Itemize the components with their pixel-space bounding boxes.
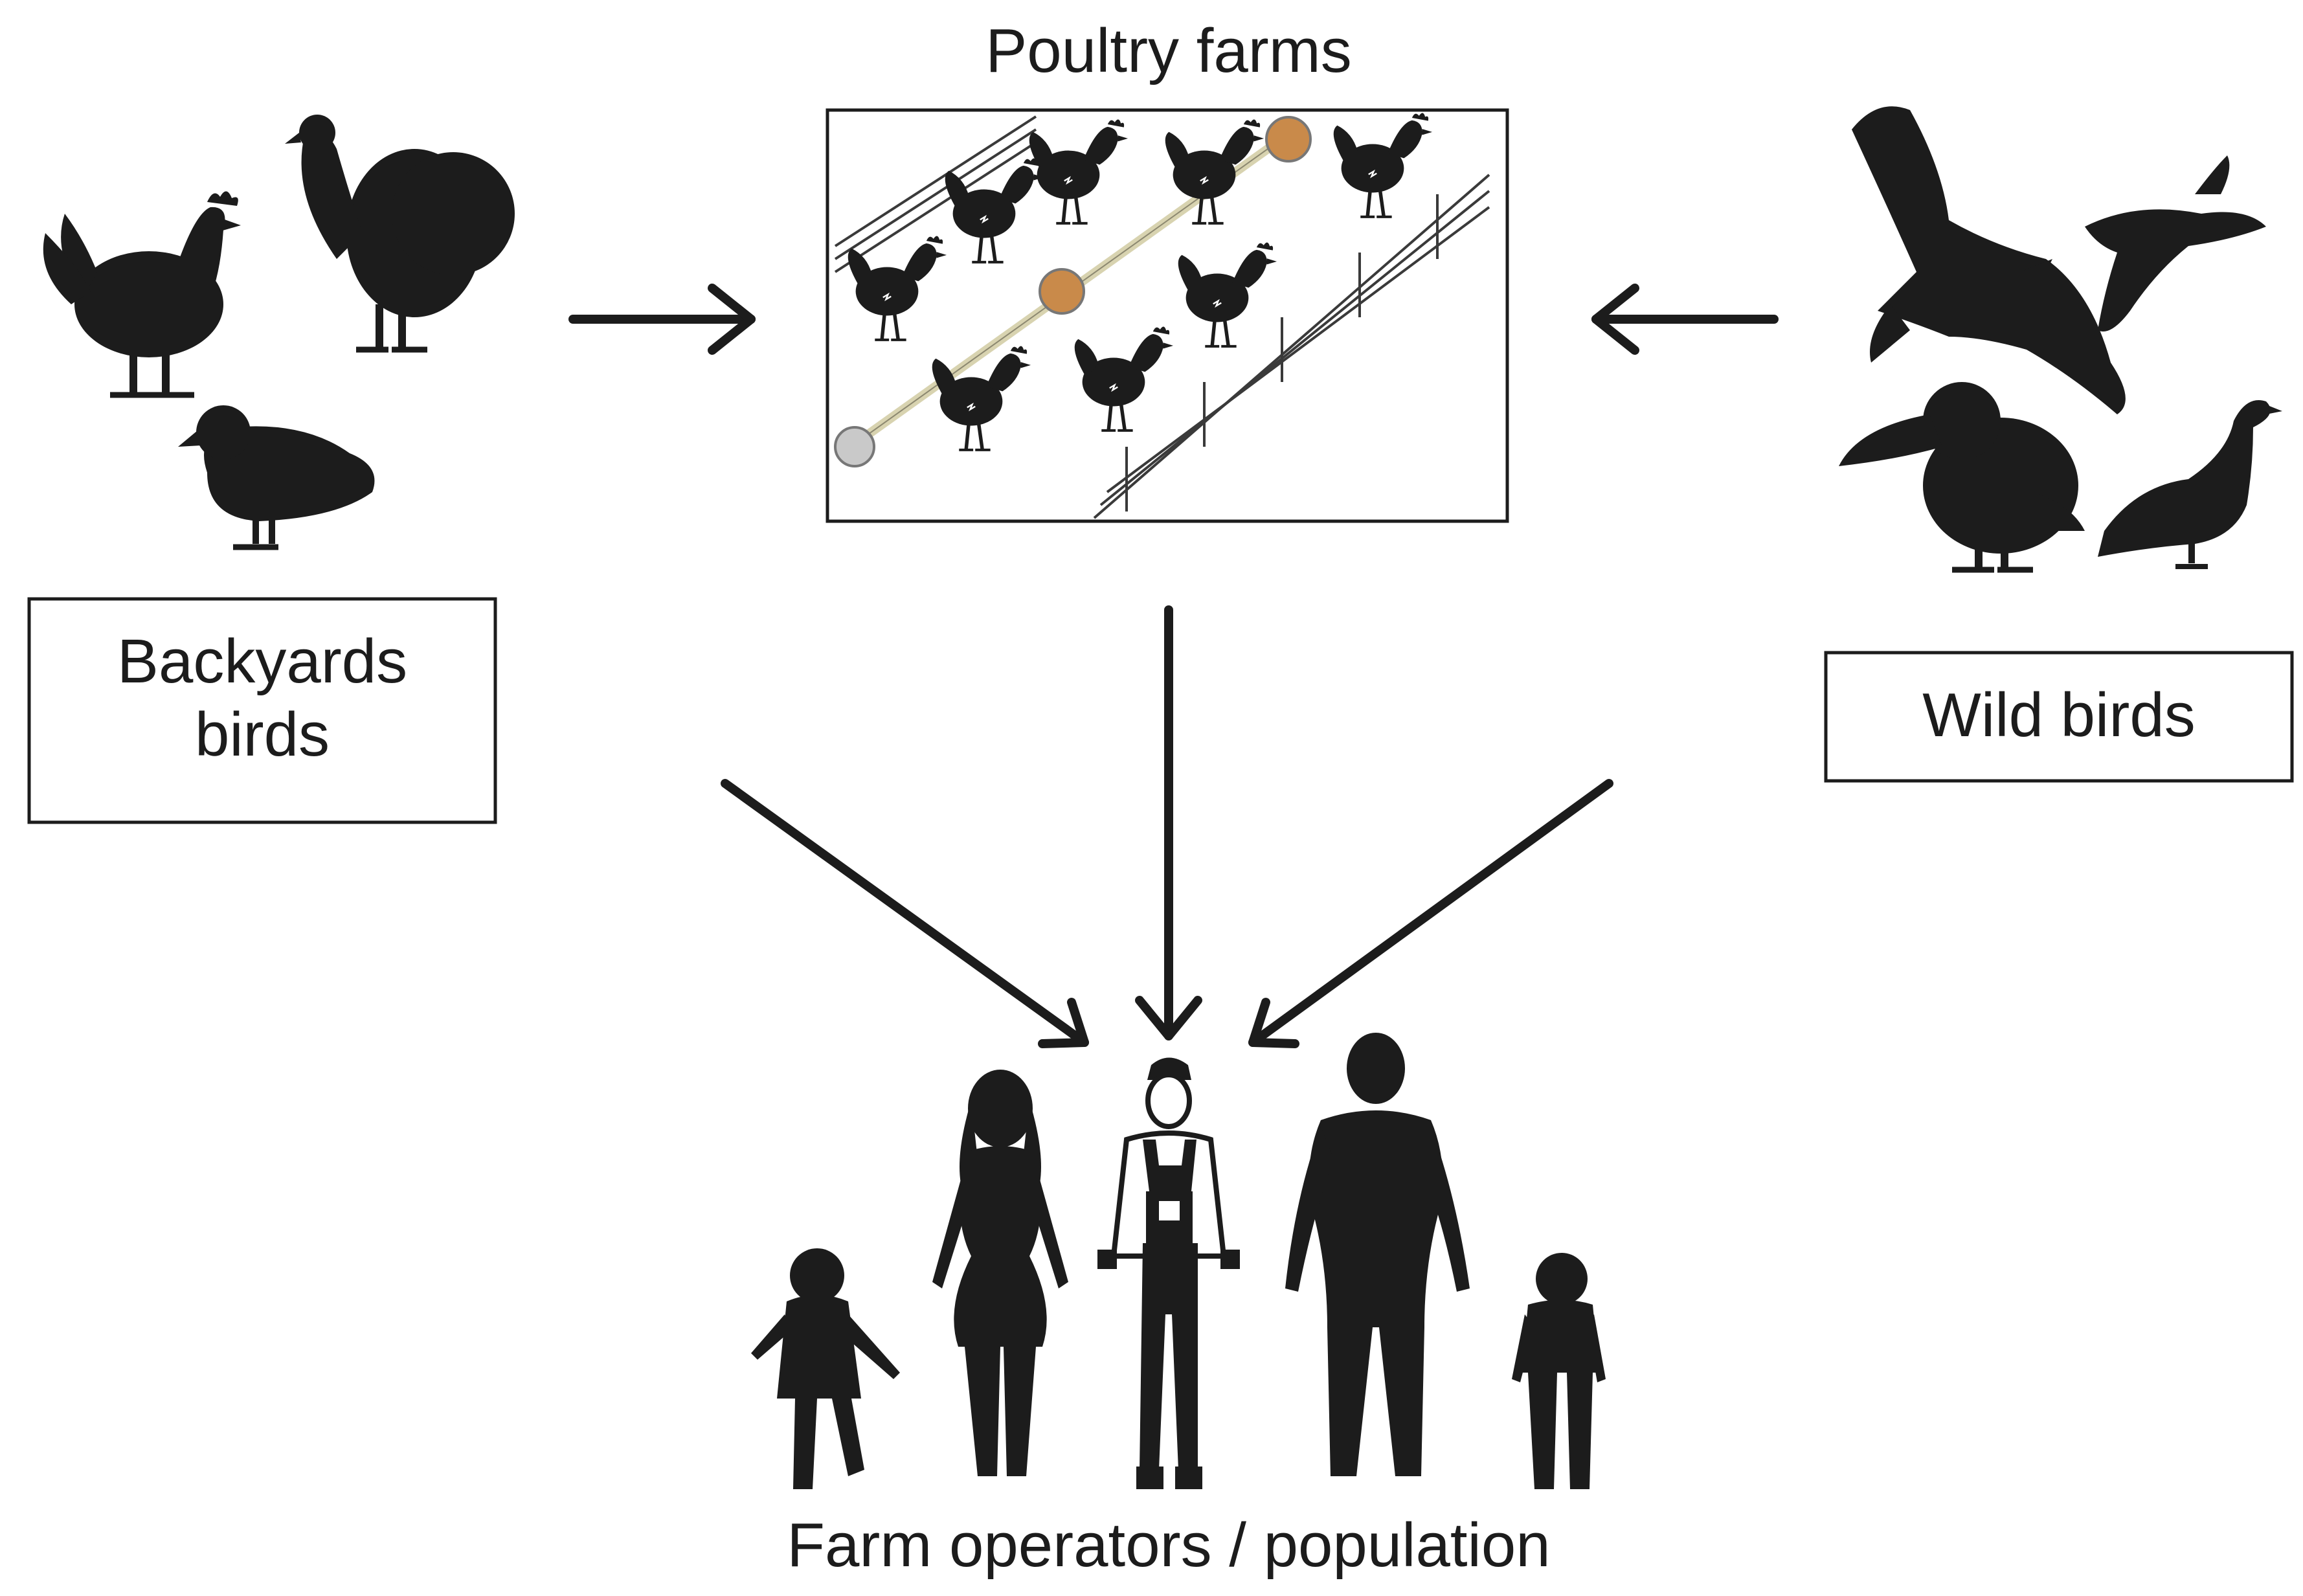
backyard-birds-label-line1: Backyards — [117, 627, 408, 696]
man-icon — [1285, 1033, 1470, 1476]
backyard-birds-box — [27, 597, 497, 824]
arrows — [568, 284, 1779, 1048]
backyard-birds-label-line2: birds — [194, 700, 330, 770]
wild-birds-box — [1824, 651, 2294, 783]
wild-birds-group — [1839, 106, 2282, 573]
arrow-backyard-to-population — [721, 779, 1089, 1048]
poultry-farms-title: Poultry farms — [985, 16, 1352, 85]
arrow-wild-to-farm — [1591, 284, 1779, 355]
poultry-farm-box — [826, 108, 1509, 523]
girl-icon — [751, 1248, 900, 1489]
backyard-birds-group — [43, 115, 515, 550]
eagle-icon — [1852, 106, 2126, 414]
arrow-wild-to-population — [1248, 779, 1613, 1048]
boy-icon — [1512, 1253, 1606, 1489]
wild-duck-icon — [2098, 400, 2282, 569]
woman-icon — [932, 1070, 1068, 1476]
toucan-icon — [1839, 382, 2085, 573]
arrow-farm-to-population — [1135, 605, 1202, 1040]
backyard-birds-label: Backyards birds — [29, 625, 495, 772]
wild-birds-label: Wild birds — [1922, 680, 2196, 750]
fence-icon — [834, 115, 1490, 519]
rooster-icon — [43, 191, 241, 398]
farmer-icon — [1097, 1057, 1240, 1489]
poultry-farm-picture — [826, 108, 1509, 523]
turkey-icon — [285, 115, 515, 353]
goose-icon — [2085, 155, 2266, 332]
people-group — [751, 1033, 1606, 1489]
duck-icon — [178, 405, 375, 550]
population-label: Farm operators / population — [787, 1511, 1551, 1580]
arrow-backyard-to-farm — [568, 284, 756, 355]
